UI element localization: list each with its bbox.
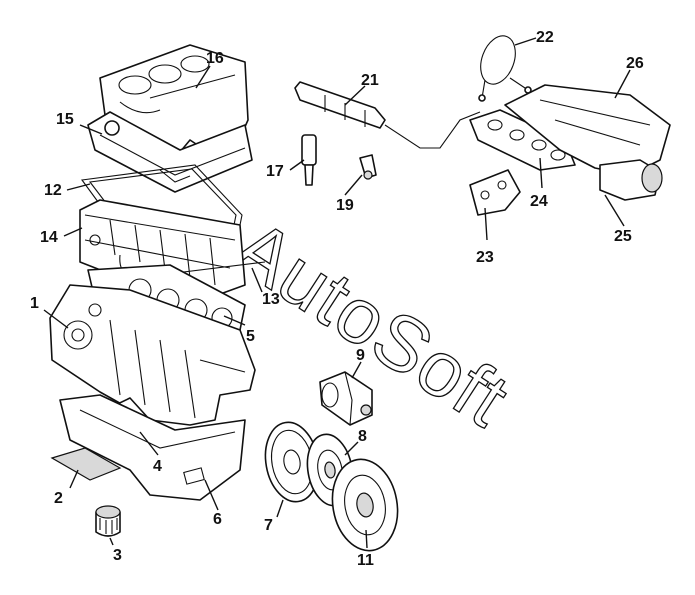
callout-23: 23 [476,249,494,266]
callout-9: 9 [356,347,365,364]
oil-filter [95,505,121,537]
exhaust-gasket [469,109,576,171]
callout-16: 16 [206,50,224,67]
wire-22 [478,35,532,102]
callout-21: 21 [361,72,379,89]
callout-2: 2 [54,490,63,507]
leader-lines [43,37,631,549]
callout-11: 11 [357,552,374,569]
engine-block [49,284,256,426]
callout-17: 17 [266,163,284,180]
cylinder-head-cover [87,111,253,193]
starter-motor [319,371,373,426]
sensor-19 [359,154,377,180]
callout-5: 5 [246,328,255,345]
callout-14: 14 [40,229,58,246]
fuel-rail [294,81,481,149]
callout-labels: 16 15 12 14 1 5 13 4 2 3 6 7 11 8 9 17 1… [30,29,644,569]
pressure-plate [331,458,399,552]
callout-13: 13 [262,291,280,308]
exhaust-manifold [504,84,671,201]
callout-25: 25 [614,228,632,245]
callout-4: 4 [153,458,162,475]
callout-12: 12 [44,182,62,199]
callout-3: 3 [113,547,122,564]
callout-15: 15 [56,111,74,128]
callout-22: 22 [536,29,554,46]
callout-7: 7 [264,517,273,534]
callout-6: 6 [213,511,222,528]
callout-26: 26 [626,55,644,72]
sensor-17 [301,134,317,186]
callout-19: 19 [336,197,354,214]
callout-8: 8 [358,428,367,445]
bracket [469,169,521,216]
callout-1: 1 [30,295,39,312]
callout-24: 24 [530,193,548,210]
